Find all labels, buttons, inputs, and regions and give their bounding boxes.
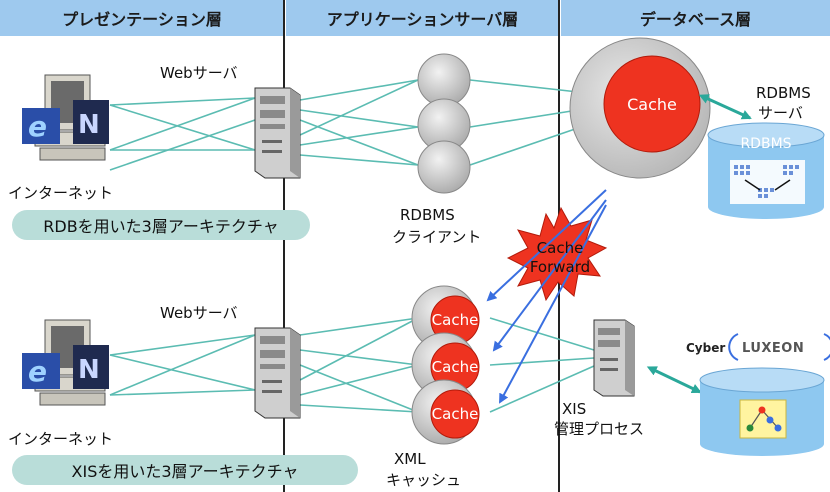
rdbms-server-sphere — [569, 37, 711, 179]
cache-label-2: Cache — [432, 358, 479, 376]
rdbms-server-label-2: サーバ — [758, 104, 803, 122]
rdbms-client-spheres — [417, 53, 471, 194]
svg-text:e: e — [28, 355, 47, 388]
xml-cache-label-1: XML — [394, 450, 426, 468]
web-server-label-bottom: Webサーバ — [160, 304, 238, 322]
cache-label-3: Cache — [432, 405, 479, 423]
header-presentation-layer: プレゼンテーション層 — [0, 0, 284, 36]
cache-label-top: Cache — [627, 95, 677, 114]
cache-forward-line2: Forward — [530, 258, 590, 276]
svg-text:N: N — [78, 355, 100, 385]
rdbms-client-label-1: RDBMS — [400, 206, 455, 224]
cache-forward-burst — [506, 206, 608, 302]
cyber-luxeon-logo: Cyber LUXEON — [686, 333, 830, 361]
xis-admin-server — [593, 319, 635, 397]
header-database-layer: データベース層 — [561, 0, 830, 36]
rdbms-db-label: RDBMS — [740, 136, 791, 152]
xml-cache-label-2: キャッシュ — [386, 471, 462, 489]
top-network-lines — [109, 79, 579, 171]
internet-label-bottom: インターネット — [8, 430, 114, 448]
rdbms-link-arrow — [698, 94, 752, 120]
bottom-network-lines — [109, 317, 595, 413]
logo-prefix: Cyber — [686, 341, 725, 355]
luxeon-database-cylinder — [699, 367, 825, 456]
cache-forward-line1: Cache — [537, 239, 584, 257]
header-application-layer: アプリケーションサーバ層 — [286, 0, 559, 36]
web-server-top — [254, 87, 301, 179]
client-computer-bottom: e N — [22, 319, 109, 406]
xis-admin-label-1: XIS — [562, 400, 587, 418]
cache-label-1: Cache — [432, 311, 479, 329]
svg-text:N: N — [78, 110, 100, 140]
divider-line — [283, 0, 285, 492]
cache-forward-arrows — [486, 189, 607, 404]
xis-link-arrow — [646, 366, 702, 394]
internet-label-top: インターネット — [8, 184, 114, 202]
web-server-label-top: Webサーバ — [160, 64, 238, 82]
logo-brand: LUXEON — [742, 341, 804, 356]
xis-architecture-banner: XISを用いた3層アーキテクチャ — [12, 455, 358, 485]
rdbms-database-cylinder — [707, 122, 825, 219]
web-server-bottom — [254, 327, 301, 419]
svg-text:e: e — [28, 110, 47, 143]
rdbms-client-label-2: クライアント — [392, 228, 482, 246]
xis-admin-label-2: 管理プロセス — [554, 420, 645, 438]
client-computer-top: e N — [22, 74, 109, 161]
rdbms-server-label-1: RDBMS — [756, 84, 811, 102]
xml-cache-spheres — [411, 285, 480, 445]
rdb-architecture-banner: RDBを用いた3層アーキテクチャ — [12, 210, 310, 240]
